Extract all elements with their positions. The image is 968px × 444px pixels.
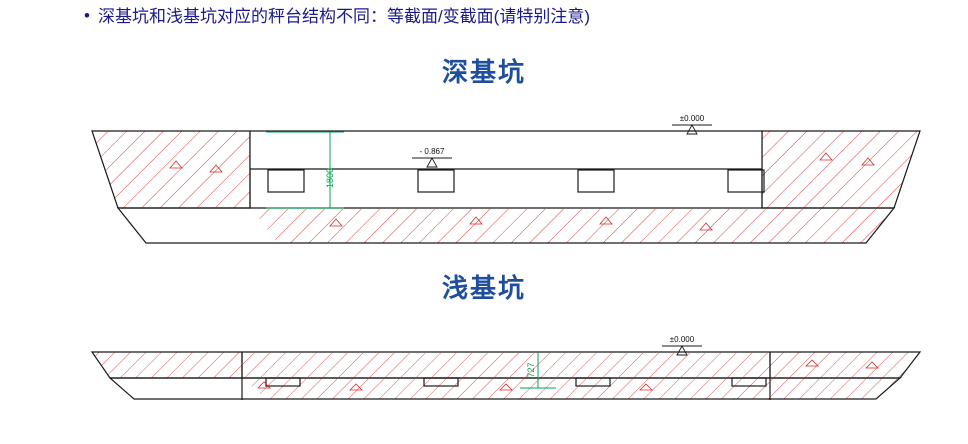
shallow-pit-dimension-727: 727 <box>520 352 556 389</box>
deep-pit-concrete-symbols <box>169 152 875 231</box>
deep-pit-right-wing <box>761 130 921 209</box>
deep-pit-level-mark-datum: ±0.000 <box>672 114 712 135</box>
shallow-pit-foundation-band <box>108 377 902 400</box>
shallow-pit-level-mark-datum: ±0.000 <box>662 335 702 356</box>
bullet-text: 深基坑和浅基坑对应的秤台结构不同：等截面/变截面(请特别注意) <box>97 7 590 26</box>
deep-pit-foundation-band <box>116 207 896 244</box>
shallow-pit-dimension-label: 727 <box>526 362 536 377</box>
section-title-deep: 深基坑 <box>441 57 526 87</box>
shallow-pit-concrete-symbols <box>257 359 879 391</box>
bullet-row: • 深基坑和浅基坑对应的秤台结构不同：等截面/变截面(请特别注意) <box>84 6 590 28</box>
bullet-marker: • <box>84 6 90 25</box>
deep-pit-load-cells <box>267 169 765 193</box>
deep-pit-datum-label: ±0.000 <box>680 114 705 123</box>
shallow-pit-left-wing <box>90 351 243 379</box>
deep-pit-dimension-1800: 1800 <box>266 131 344 209</box>
shallow-pit-load-cells <box>265 377 767 387</box>
shallow-pit-datum-label: ±0.000 <box>670 335 695 344</box>
deep-pit-level-mark-minus: - 0.867 <box>412 147 452 168</box>
deep-pit-depth-label: - 0.867 <box>420 147 445 156</box>
deep-pit-dimension-label: 1800 <box>325 168 335 188</box>
deep-pit-center-deck <box>249 130 763 208</box>
shallow-pit-right-wing <box>769 351 922 379</box>
deep-pit-left-wing <box>91 130 251 209</box>
section-title-shallow: 浅基坑 <box>441 273 526 303</box>
